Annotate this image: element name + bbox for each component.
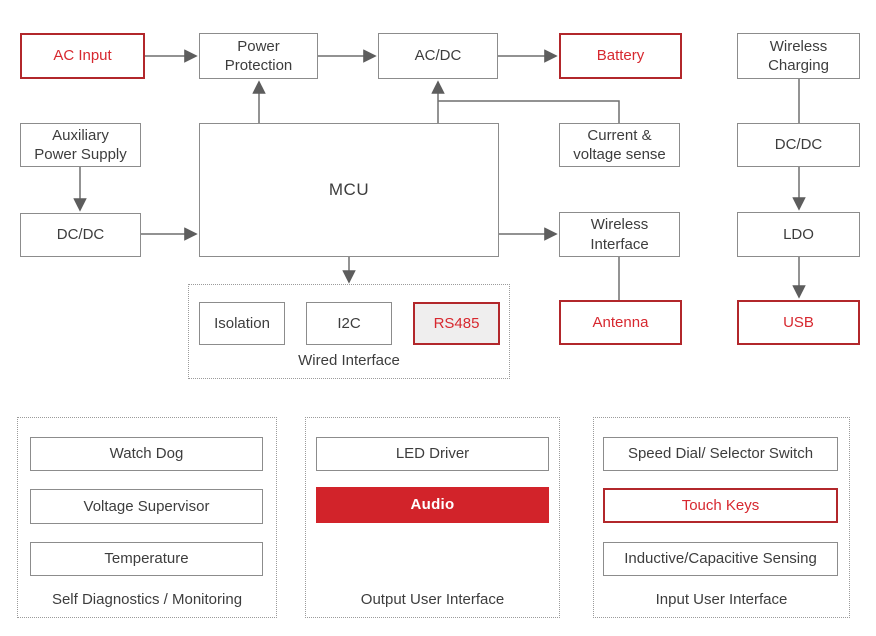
block-aux-power-supply: Auxiliary Power Supply	[20, 123, 141, 167]
block-battery: Battery	[559, 33, 682, 79]
block-wireless-charging: Wireless Charging	[737, 33, 860, 79]
block-led-driver: LED Driver	[316, 437, 549, 471]
group-input-user-interface-caption: Input User Interface	[655, 591, 788, 608]
block-voltage-supervisor: Voltage Supervisor	[30, 489, 263, 524]
block-i2c: I2C	[306, 302, 392, 345]
block-ldo: LDO	[737, 212, 860, 257]
block-touch-keys: Touch Keys	[603, 488, 838, 523]
block-audio: Audio	[316, 487, 549, 523]
block-dc-dc-left: DC/DC	[20, 213, 141, 257]
block-ac-input: AC Input	[20, 33, 145, 79]
block-ac-dc: AC/DC	[378, 33, 498, 79]
group-wired-interface-caption: Wired Interface	[298, 352, 400, 369]
group-output-user-interface-caption: Output User Interface	[360, 591, 505, 608]
block-dc-dc-right: DC/DC	[737, 123, 860, 167]
group-input-user-interface: Input User Interface	[593, 417, 850, 618]
block-usb: USB	[737, 300, 860, 345]
block-temperature: Temperature	[30, 542, 263, 576]
block-inductive-capacitive-sensing: Inductive/Capacitive Sensing	[603, 542, 838, 576]
block-mcu: MCU	[199, 123, 499, 257]
block-antenna: Antenna	[559, 300, 682, 345]
block-power-protection: Power Protection	[199, 33, 318, 79]
block-wireless-interface: Wireless Interface	[559, 212, 680, 257]
group-self-diagnostics: Self Diagnostics / Monitoring	[17, 417, 277, 618]
group-output-user-interface: Output User Interface	[305, 417, 560, 618]
block-current-voltage-sense: Current & voltage sense	[559, 123, 680, 167]
group-wired-interface: Wired Interface	[188, 284, 510, 379]
block-watch-dog: Watch Dog	[30, 437, 263, 471]
group-self-diagnostics-caption: Self Diagnostics / Monitoring	[51, 591, 243, 608]
wire-current-voltage-sense-to-ac-dc	[438, 100, 620, 123]
block-speed-dial-selector-switch: Speed Dial/ Selector Switch	[603, 437, 838, 471]
block-isolation: Isolation	[199, 302, 285, 345]
block-rs485: RS485	[413, 302, 500, 345]
